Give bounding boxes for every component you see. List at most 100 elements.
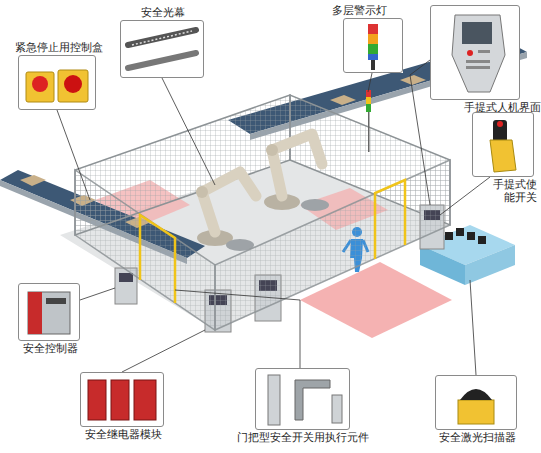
callout-box: 多层警示灯 (343, 18, 403, 73)
safety-controller-icon (46, 298, 66, 304)
hmi-pendant-icon (478, 50, 490, 53)
leader-line (368, 73, 372, 92)
door-switch-icon (332, 395, 342, 423)
safety-controller-icon (28, 292, 42, 334)
callout-background (18, 283, 80, 341)
estop-box-icon (26, 72, 54, 102)
laser-scanner-icon (460, 389, 492, 400)
light-curtain-icon (128, 53, 196, 68)
light-curtain-icon (128, 30, 196, 45)
agv-cart (465, 245, 515, 285)
stack-light-icon (368, 24, 378, 70)
callout-box: 门把型安全开关用执行元件 (255, 368, 350, 430)
callout-label: 安全光幕 (123, 6, 203, 19)
leader-line (470, 280, 476, 375)
relay-module-icon (134, 380, 156, 420)
safety-fence (75, 160, 450, 330)
callout-label: 手提式使能开关 (491, 178, 537, 204)
estop-box-icon (32, 76, 48, 92)
callout-label: 多层警示灯 (319, 4, 399, 17)
stack-light (366, 90, 371, 112)
callout-label: 门把型安全开关用执行元件 (218, 431, 388, 444)
stack-light-icon (371, 60, 375, 70)
estop-box-icon (64, 75, 82, 93)
conveyor-belt (330, 95, 356, 105)
door-switch-icon (268, 375, 280, 425)
stack-light (366, 104, 371, 112)
safety-fence (215, 160, 450, 330)
agv-cart (420, 245, 465, 285)
stack-light-icon (368, 44, 378, 54)
callout-background (80, 372, 164, 427)
leader-line (122, 330, 205, 372)
door-switch-icon (295, 380, 330, 420)
leader-line (80, 288, 115, 300)
safety-fence (75, 170, 215, 330)
hmi-pendant-icon (452, 15, 505, 92)
stack-light (366, 97, 371, 104)
callout-box: 安全光幕 (120, 20, 204, 78)
enable-switch-icon (493, 120, 507, 142)
leader-line (175, 290, 300, 368)
callout-background (472, 112, 534, 177)
robot-arm (301, 199, 329, 211)
robot-arm (196, 186, 208, 198)
callout-label: 安全继电器模块 (73, 428, 173, 441)
laser-scanner-icon (458, 389, 494, 424)
callout-box: 手提式使能开关 (472, 112, 534, 177)
stack-light (368, 112, 370, 152)
stack-light-icon (368, 54, 378, 60)
laser-scanner-icon (458, 400, 494, 424)
safety-fence (375, 180, 405, 259)
callout-label: 安全激光扫描器 (426, 431, 528, 444)
robot-arm (266, 144, 278, 156)
callout-background (18, 5, 534, 430)
callout-background (435, 375, 517, 430)
hmi-pendant-icon (462, 22, 492, 44)
stack-light (366, 90, 371, 152)
hmi-pendant-icon (452, 15, 505, 92)
hmi-pendant-icon (467, 50, 473, 56)
estop-box-icon (26, 70, 88, 102)
robot-arm (202, 172, 256, 232)
stack-light-icon (368, 24, 378, 34)
leader-line (57, 60, 490, 375)
door-switch-icon (268, 375, 342, 425)
safety-controller-icon (28, 292, 70, 334)
hmi-pendant-icon (466, 66, 490, 69)
leader-line (410, 60, 430, 205)
relay-module-icon (88, 380, 156, 420)
callout-background (430, 5, 520, 100)
callout-background (255, 368, 350, 430)
light-curtain-icon (132, 31, 192, 45)
robot-arm (272, 134, 322, 196)
stack-light-icon (368, 34, 378, 44)
agv-cart (445, 232, 453, 240)
leader-line (162, 78, 215, 185)
agv-cart (456, 228, 464, 236)
callout-background (343, 18, 403, 73)
callout-box: 安全继电器模块 (80, 372, 164, 427)
estop-box-icon (58, 70, 88, 102)
safety-fence (140, 215, 175, 303)
leader-line (57, 110, 90, 200)
enable-switch-icon (490, 120, 516, 172)
callout-box: 紧急停止用控制盒 (18, 55, 96, 110)
leader-line (440, 177, 490, 215)
hmi-pendant-icon (466, 60, 490, 63)
enable-switch-icon (490, 140, 516, 172)
relay-module-icon (88, 380, 106, 420)
callout-background (120, 20, 204, 78)
safety-controller-icon (28, 292, 70, 334)
relay-module-icon (111, 380, 129, 420)
callout-box: 安全控制器 (18, 283, 80, 341)
callout-label: 紧急停止用控制盒 (9, 41, 109, 54)
callout-box: 手提式人机界面 (430, 5, 520, 100)
conveyor-belt (400, 75, 426, 85)
light-curtain-icon (128, 30, 196, 68)
callout-background (18, 55, 96, 110)
agv-cart (467, 232, 475, 240)
callout-box: 安全激光扫描器 (435, 375, 517, 430)
